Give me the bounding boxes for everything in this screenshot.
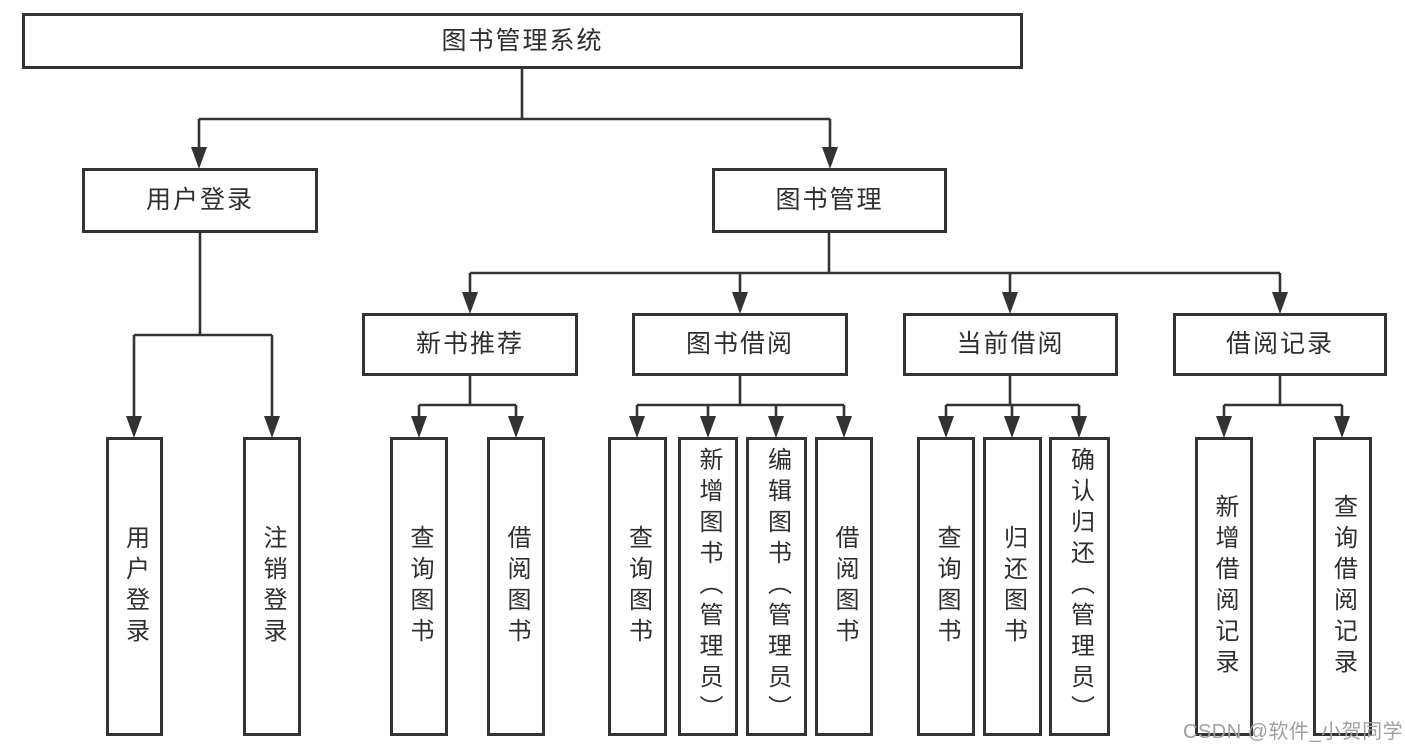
leaf-br-query-record: 查询借阅记录 bbox=[1313, 437, 1372, 736]
arrowhead bbox=[629, 416, 645, 438]
node-current-borrow: 当前借阅 bbox=[903, 313, 1118, 376]
leaf-bb-borrow-books: 借阅图书 bbox=[815, 437, 873, 736]
arrowhead bbox=[508, 416, 524, 438]
node-label: 当前借阅 bbox=[956, 330, 1065, 358]
node-label: 用户登录 bbox=[145, 186, 254, 214]
leaf-cb-return-books: 归还图书 bbox=[983, 437, 1042, 736]
node-label: 编辑图书（管理员） bbox=[763, 447, 791, 726]
connector-root-to-level2 bbox=[197, 68, 832, 160]
connector-userlogin-to-leaves bbox=[132, 232, 274, 430]
arrowhead bbox=[264, 416, 280, 438]
arrowhead bbox=[836, 416, 852, 438]
arrowhead bbox=[1071, 416, 1087, 438]
arrowhead bbox=[1334, 416, 1350, 438]
node-label: 查询图书 bbox=[624, 524, 652, 649]
node-label: 借阅图书 bbox=[503, 524, 530, 649]
node-label: 查询图书 bbox=[933, 524, 960, 649]
arrowhead bbox=[1004, 416, 1020, 438]
connector-newbookrec-to-leaves bbox=[417, 375, 518, 430]
node-label: 新书推荐 bbox=[415, 330, 524, 358]
leaf-bb-add-books-admin: 新增图书（管理员） bbox=[678, 437, 738, 736]
node-label: 查询借阅记录 bbox=[1329, 493, 1357, 680]
leaf-cb-query-books: 查询图书 bbox=[917, 437, 975, 736]
arrowhead bbox=[938, 416, 954, 438]
arrowhead bbox=[768, 416, 784, 438]
arrowhead bbox=[411, 416, 427, 438]
node-label: 新增图书（管理员） bbox=[695, 447, 722, 726]
node-user-login: 用户登录 bbox=[82, 168, 318, 233]
leaf-bb-edit-books-admin: 编辑图书（管理员） bbox=[746, 437, 807, 736]
leaf-nbr-borrow-books: 借阅图书 bbox=[487, 437, 545, 736]
leaf-br-add-record: 新增借阅记录 bbox=[1195, 437, 1253, 736]
node-book-borrow: 图书借阅 bbox=[632, 313, 848, 376]
leaf-logout: 注销登录 bbox=[243, 437, 301, 736]
arrowhead bbox=[191, 147, 207, 169]
node-label: 确认归还（管理员） bbox=[1066, 447, 1094, 726]
node-label: 图书管理 bbox=[775, 186, 884, 214]
arrowhead bbox=[1272, 292, 1288, 314]
arrowhead bbox=[700, 416, 716, 438]
arrowhead bbox=[126, 416, 142, 438]
node-label: 注销登录 bbox=[259, 524, 286, 649]
arrowhead bbox=[732, 292, 748, 314]
node-label: 查询图书 bbox=[406, 524, 433, 649]
leaf-nbr-query-books: 查询图书 bbox=[390, 437, 448, 736]
node-label: 图书管理系统 bbox=[441, 26, 604, 55]
leaf-cb-confirm-return-admin: 确认归还（管理员） bbox=[1049, 437, 1110, 736]
node-label: 新增借阅记录 bbox=[1211, 493, 1238, 680]
arrowheads bbox=[126, 147, 1350, 438]
arrowhead bbox=[1216, 416, 1232, 438]
node-label: 借阅图书 bbox=[831, 524, 858, 649]
leaf-bb-query-books: 查询图书 bbox=[608, 437, 667, 736]
csdn-watermark: CSDN @软件_小贺同学 bbox=[1183, 721, 1404, 743]
connector-bookmgmt-to-level3 bbox=[468, 232, 1282, 305]
node-label: 图书借阅 bbox=[685, 330, 794, 358]
node-label: 归还图书 bbox=[999, 524, 1027, 649]
node-new-book-recommend: 新书推荐 bbox=[362, 313, 578, 376]
node-borrow-record: 借阅记录 bbox=[1173, 313, 1387, 376]
node-root-library-system: 图书管理系统 bbox=[22, 13, 1023, 69]
node-book-management: 图书管理 bbox=[712, 168, 947, 233]
arrowhead bbox=[462, 292, 478, 314]
connector-borrowrecord-to-leaves bbox=[1222, 375, 1344, 430]
leaf-user-login: 用户登录 bbox=[106, 437, 163, 736]
node-label: 用户登录 bbox=[121, 524, 149, 649]
node-label: 借阅记录 bbox=[1225, 330, 1334, 358]
connector-bookborrow-to-leaves bbox=[635, 375, 846, 430]
arrowhead bbox=[822, 147, 838, 169]
arrowhead bbox=[1002, 292, 1018, 314]
